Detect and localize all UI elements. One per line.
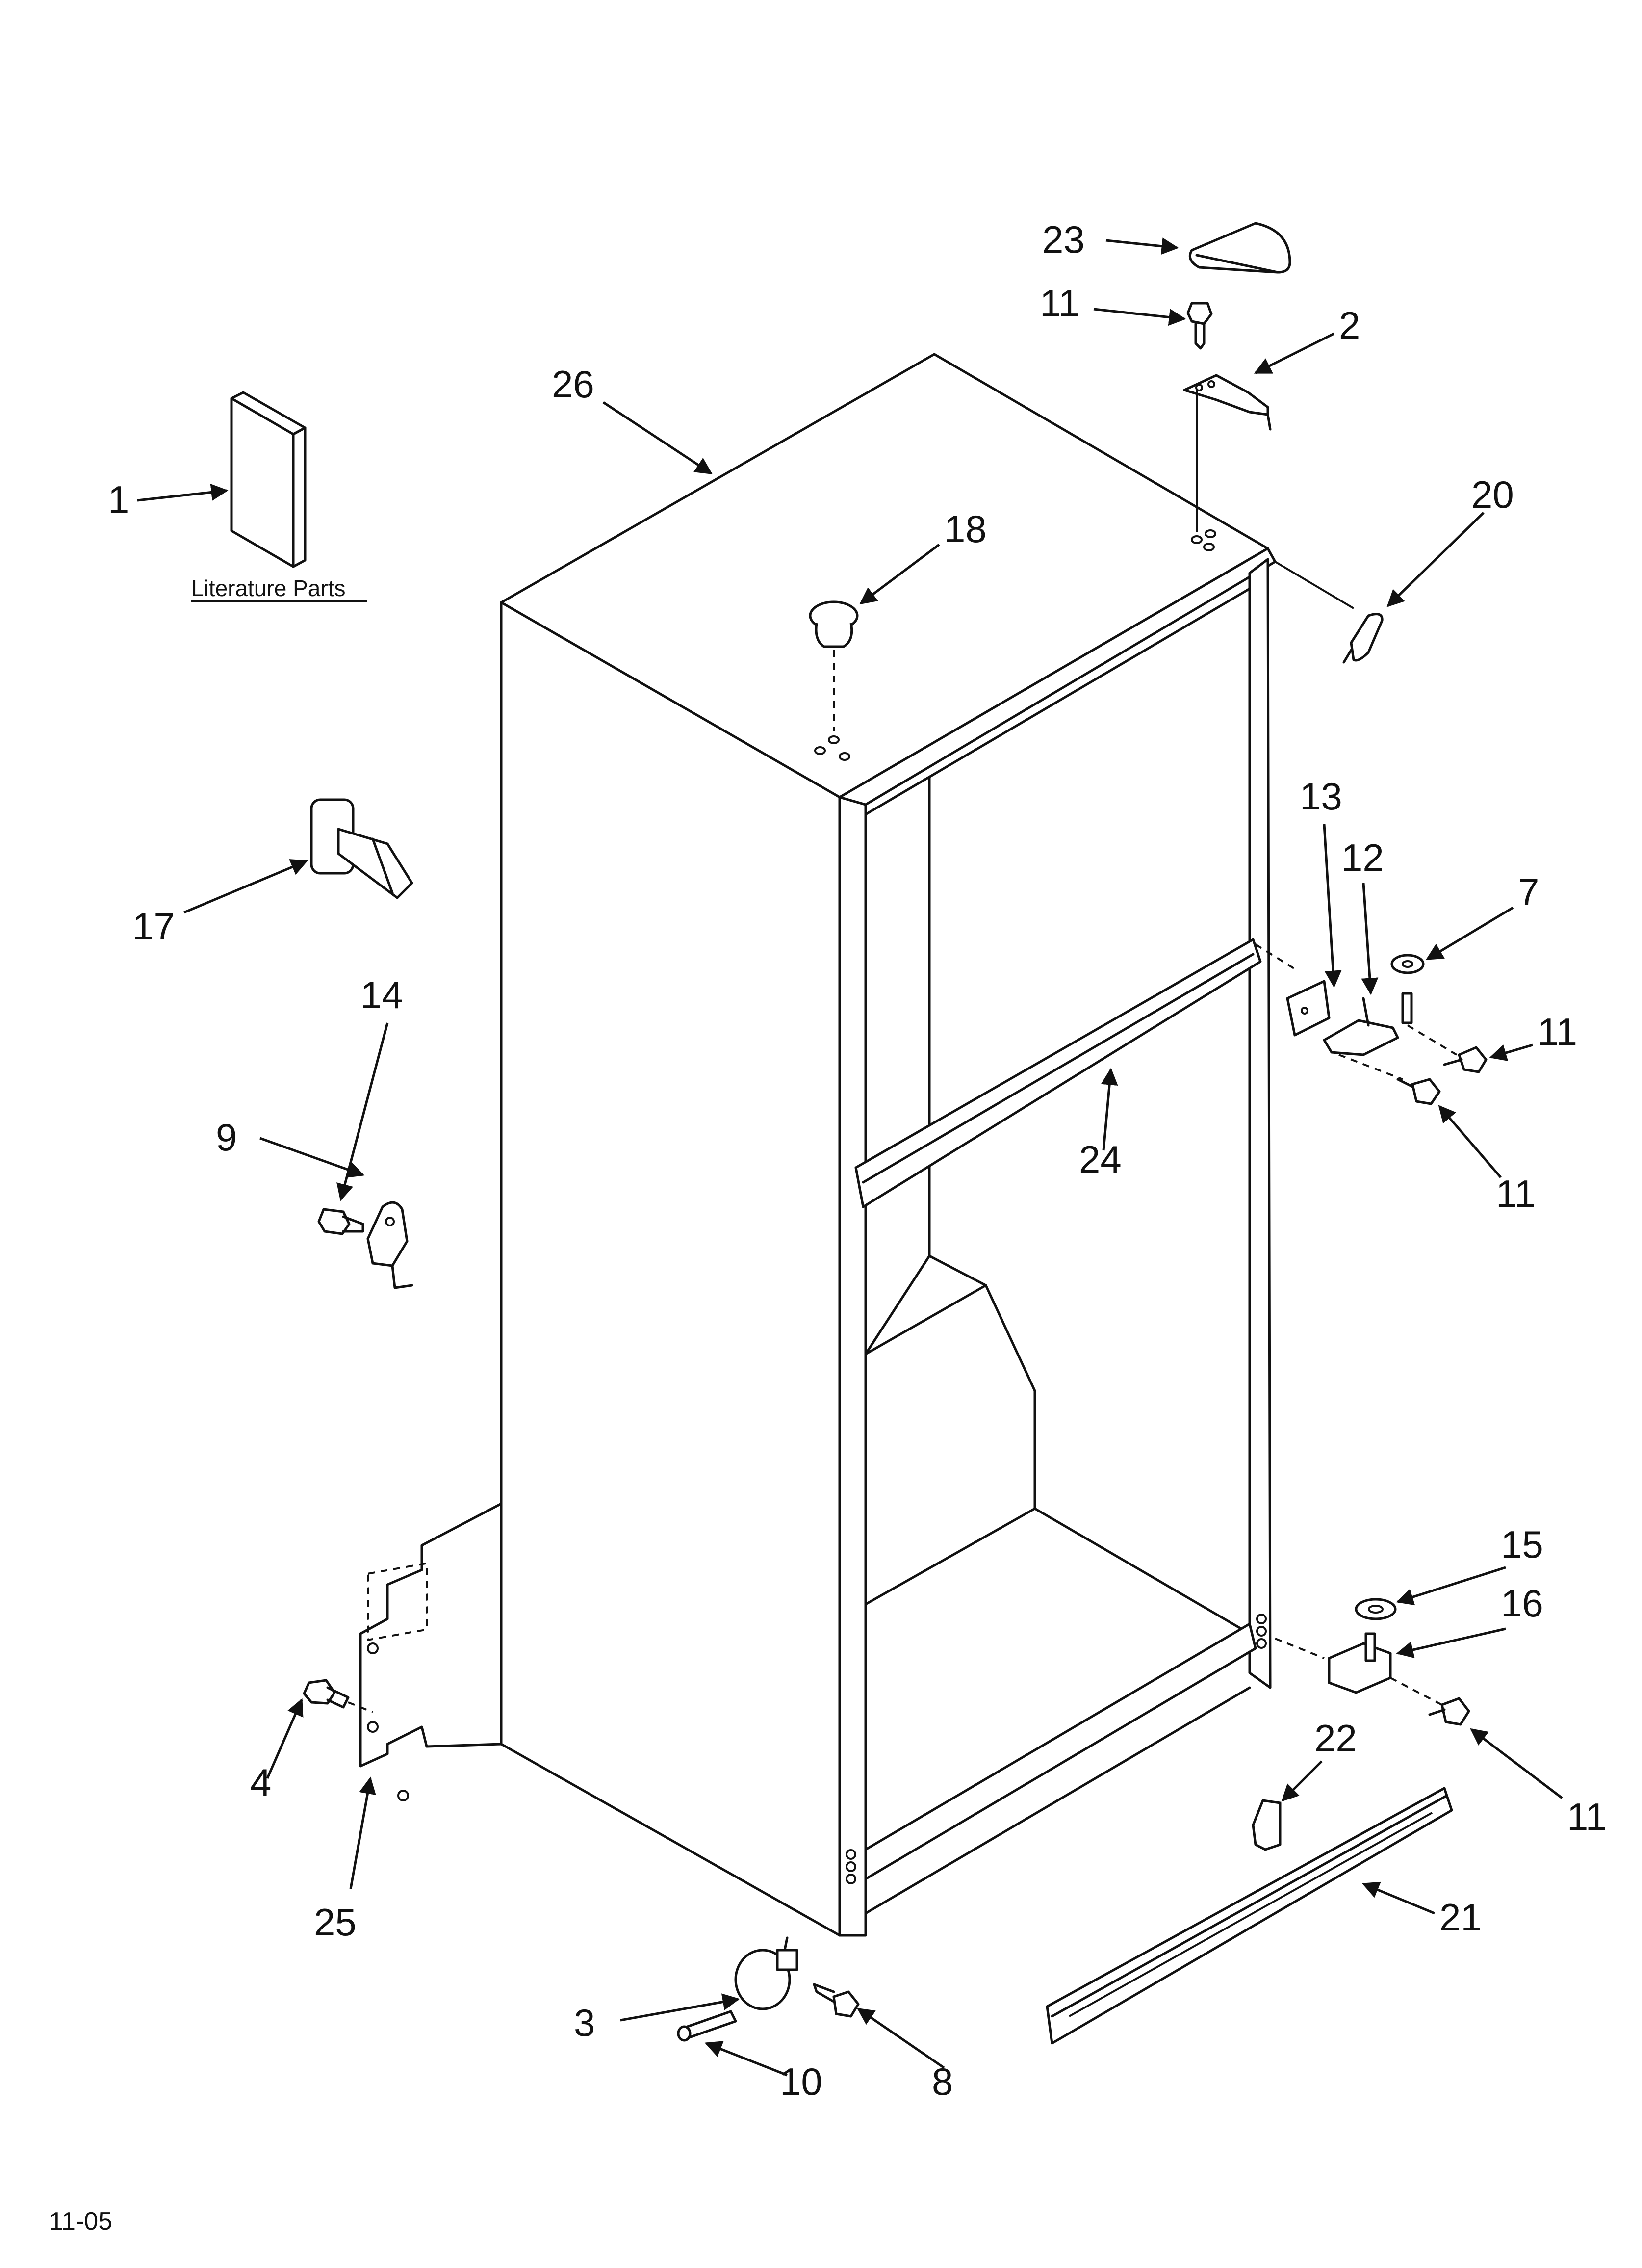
screw-part-8 (813, 1983, 860, 2018)
callout-23: 23 (1042, 218, 1085, 261)
pin-part-10 (677, 2010, 737, 2042)
callout-3: 3 (574, 2001, 595, 2044)
back-panel-part-25 (359, 1502, 503, 1801)
screw-part-11-right-a (1443, 1046, 1488, 1073)
cabinet-shell (500, 353, 1277, 1937)
callout-22: 22 (1314, 1717, 1357, 1760)
washer-part-7 (1390, 954, 1425, 974)
callout-11-right-b: 11 (1496, 1172, 1536, 1215)
trim-part-20 (1274, 561, 1384, 664)
callout-26: 26 (552, 363, 594, 406)
hinge-shim-part-13 (1286, 980, 1331, 1037)
callout-2: 2 (1339, 304, 1360, 347)
callout-21: 21 (1439, 1896, 1482, 1939)
callout-15: 15 (1501, 1523, 1543, 1566)
door-bracket-part-9 (366, 1201, 413, 1289)
callout-4: 4 (250, 1761, 271, 1804)
callout-10: 10 (780, 2060, 822, 2103)
top-hinge-part-2 (1183, 374, 1272, 532)
screw-part-11-bottom (1428, 1697, 1470, 1726)
screw-part-11-top (1186, 302, 1213, 350)
callout-13: 13 (1300, 775, 1342, 818)
toe-grille-part-21 (1046, 1787, 1453, 2045)
literature-booklet-part-1 (230, 391, 307, 568)
literature-caption: Literature Parts (191, 575, 345, 601)
callout-9: 9 (216, 1116, 237, 1159)
washer-part-15 (1355, 1598, 1397, 1620)
callout-12: 12 (1341, 836, 1384, 879)
callout-25: 25 (314, 1901, 357, 1944)
callout-16: 16 (1501, 1582, 1543, 1625)
plug-part-18 (809, 600, 859, 731)
callout-11-bottom: 11 (1567, 1795, 1607, 1838)
screw-part-14 (317, 1208, 364, 1235)
leader-arrows (137, 237, 1563, 2077)
clip-part-22 (1252, 1799, 1282, 1851)
callout-labels: 1 2 3 4 7 8 9 10 11 11 11 11 12 13 14 15… (108, 218, 1607, 2103)
hinge-cover-part-23 (1188, 222, 1291, 274)
callout-17: 17 (132, 905, 175, 948)
leveling-part-3 (734, 1936, 798, 2010)
callout-8: 8 (932, 2060, 953, 2103)
callout-1: 1 (108, 478, 129, 521)
callout-7: 7 (1518, 870, 1539, 913)
callout-20: 20 (1471, 473, 1514, 516)
callout-11-top: 11 (1040, 282, 1079, 325)
footer-code: 11-05 (49, 2207, 112, 2236)
callout-14: 14 (360, 973, 403, 1017)
callout-24: 24 (1079, 1138, 1122, 1181)
screw-part-11-right-b (1396, 1078, 1441, 1105)
bottom-hinge-part-16 (1328, 1632, 1392, 1694)
callout-18: 18 (944, 507, 987, 550)
center-hinge-part-12 (1323, 992, 1413, 1056)
callout-11-right-a: 11 (1538, 1010, 1577, 1053)
screw-part-4 (303, 1679, 373, 1713)
door-stop-part-17 (310, 798, 413, 899)
